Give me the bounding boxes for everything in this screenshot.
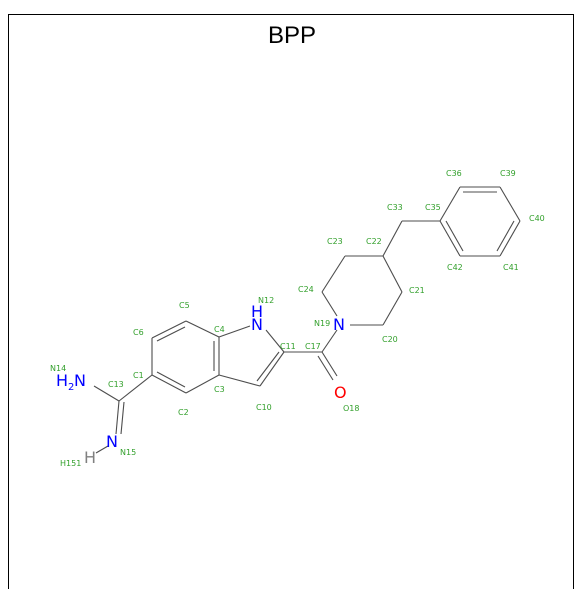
bonds (93, 186, 521, 454)
label-c22: C22 (366, 237, 382, 246)
bond-c11-c10-inner (256, 351, 280, 382)
bond-c40-c41-inner (496, 220, 515, 252)
label-c10: C10 (256, 403, 272, 412)
bond-c13-n15-a (115, 400, 120, 435)
label-c42: C42 (447, 263, 463, 272)
label-c23: C23 (327, 237, 343, 246)
figure-title: BPP (267, 22, 317, 49)
bond-c42-c35 (439, 220, 461, 257)
label-c4: C4 (214, 325, 225, 334)
label-c33: C33 (387, 203, 403, 212)
bond-c35-c36 (439, 186, 461, 222)
label-h151: H151 (60, 459, 81, 468)
label-c36: C36 (446, 169, 462, 178)
label-c6: C6 (133, 328, 144, 337)
atom-n12-hydrogen: H (251, 302, 263, 321)
label-c3: C3 (214, 385, 225, 394)
figure-frame (8, 14, 574, 589)
label-c35: C35 (425, 203, 441, 212)
atom-n15-symbol: N (106, 432, 118, 451)
bond-c4-c5 (185, 320, 220, 338)
atom-n14-symbol: N (74, 371, 86, 390)
bond-c1-c13 (118, 374, 153, 402)
atom-n19-symbol: N (333, 315, 345, 334)
bond-c2-c3 (185, 374, 220, 394)
bond-c39-c40 (499, 186, 521, 222)
atom-n12-symbol: N (251, 315, 263, 334)
label-c21: C21 (409, 286, 425, 295)
label-c5: C5 (179, 301, 190, 310)
bond-n12-c11 (265, 329, 285, 353)
bond-c5-c6-inner (156, 326, 186, 342)
label-n12: N12 (258, 296, 274, 305)
label-c11: C11 (280, 342, 296, 351)
label-c24: C24 (298, 285, 314, 294)
bond-c11-c10 (259, 351, 285, 387)
bond-c22-c21 (382, 255, 403, 293)
bond-c10-c3 (218, 374, 261, 387)
bond-c24-c23 (321, 255, 346, 293)
label-n19: N19 (314, 319, 330, 328)
label-c1: C1 (133, 371, 144, 380)
bond-n19-c24 (321, 291, 338, 317)
atom-n14-subscript: 2 (68, 382, 74, 393)
label-c40: C40 (529, 214, 545, 223)
label-c20: C20 (382, 335, 398, 344)
bond-c17-n19 (321, 329, 338, 353)
bond-c1-c2 (151, 374, 187, 394)
bond-c42-c35-inner (445, 220, 464, 252)
atom-o18-symbol: O (334, 383, 347, 402)
bond-c21-c20 (382, 291, 403, 326)
bond-c40-c41 (499, 220, 521, 257)
bond-c1-c2-inner (156, 371, 186, 388)
atom-n14-hydrogen: H (56, 371, 68, 390)
bond-c13-n14 (93, 385, 120, 402)
bond-c5-c6 (151, 320, 187, 339)
bond-n15-h151 (95, 445, 109, 454)
label-c17: C17 (305, 342, 321, 351)
atom-h151-symbol: H (84, 448, 96, 467)
label-c2: C2 (178, 408, 189, 417)
heteroatom-labels: N H N O H 2 N N H (56, 302, 347, 467)
bond-c13-n15-b (120, 401, 125, 435)
bond-c17-o18-b (317, 355, 334, 381)
label-c13: C13 (108, 380, 124, 389)
label-n14: N14 (50, 364, 66, 373)
bond-c22-c33 (382, 220, 403, 257)
label-o18: O18 (343, 404, 359, 413)
label-n15: N15 (120, 448, 136, 457)
atom-number-labels: C1 C2 C3 C4 C5 C6 C10 C11 N12 C13 N14 N1… (50, 169, 545, 468)
bond-c17-o18-a (321, 351, 338, 377)
label-c41: C41 (503, 263, 519, 272)
label-c39: C39 (500, 169, 516, 178)
bond-c4-n12 (218, 325, 251, 338)
